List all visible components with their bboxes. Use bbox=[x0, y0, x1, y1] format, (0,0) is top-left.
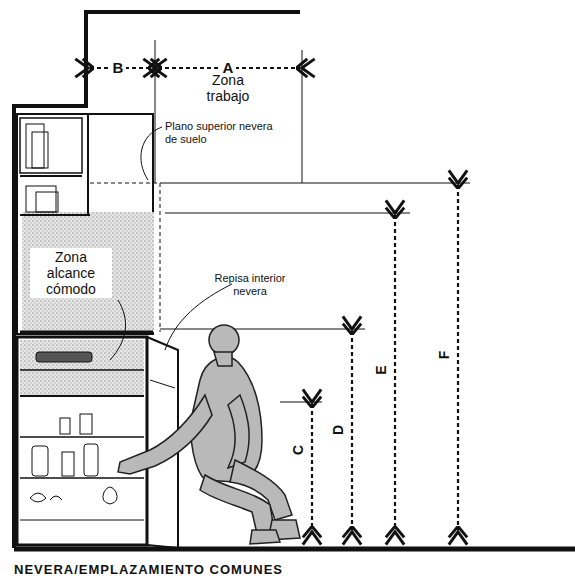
wall bbox=[14, 12, 300, 548]
dimension-line bbox=[394, 215, 396, 530]
fridge bbox=[17, 337, 147, 545]
dimension-letter: D bbox=[330, 425, 346, 435]
dimension-letter: C bbox=[290, 445, 306, 455]
zone-label: Zona trabajo bbox=[193, 72, 263, 104]
reach-zone: Zona alcance cómodo bbox=[22, 212, 154, 332]
floor bbox=[14, 547, 575, 552]
dimension-letter: B bbox=[110, 59, 127, 76]
dimension-letter: E bbox=[373, 365, 389, 374]
leader-line bbox=[110, 300, 126, 360]
zone-label: Zona alcance cómodo bbox=[30, 248, 112, 298]
dimension-letter: F bbox=[436, 351, 452, 360]
upper-cabinet bbox=[17, 114, 153, 334]
callout-label: Repisa interior nevera bbox=[210, 272, 290, 297]
leader-line bbox=[141, 127, 162, 180]
dimension-line bbox=[311, 404, 313, 530]
person-figure bbox=[118, 325, 300, 544]
callout-label: Plano superior nevera de suelo bbox=[165, 120, 275, 145]
leader-line bbox=[165, 284, 232, 350]
stipple-zone bbox=[22, 212, 154, 332]
dimension-line bbox=[457, 185, 459, 530]
dimension-line bbox=[351, 331, 353, 530]
caption: NEVERA/EMPLAZAMIENTO COMUNES bbox=[14, 562, 283, 577]
